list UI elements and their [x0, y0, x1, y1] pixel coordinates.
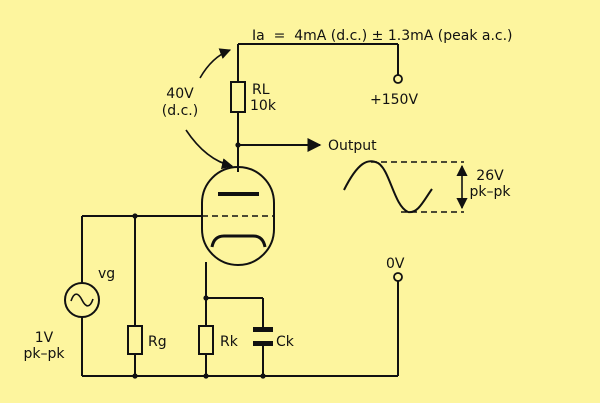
load-resistor-rl [230, 81, 246, 113]
ground-label: 0V [386, 256, 405, 272]
source-amplitude-unit: pk–pk [24, 346, 66, 362]
swing-value: 26V [476, 168, 504, 184]
junction-dot [203, 295, 209, 301]
source-amplitude-value: 1V [35, 330, 54, 346]
wires [81, 43, 399, 377]
rl-value: 10k [250, 98, 277, 114]
voltage-arrow-up [199, 48, 232, 79]
rg-label: Rg [148, 334, 167, 350]
junction-dot [260, 373, 266, 379]
ground-terminal [393, 272, 403, 282]
junction-dot [132, 213, 138, 219]
anode-current-label: Ia = 4mA (d.c.) ± 1.3mA (peak a.c.) [252, 28, 513, 44]
junction-dot [235, 142, 241, 148]
sine-symbol-icon [70, 293, 94, 307]
output-waveform [343, 160, 468, 214]
cathode-capacitor-ck [253, 327, 273, 346]
rl-label: RL [252, 82, 270, 98]
signal-source [64, 282, 100, 318]
junction-dots [132, 142, 266, 379]
triode-valve [201, 166, 275, 266]
source-label: vg [98, 266, 115, 282]
ck-label: Ck [276, 334, 295, 350]
anode-voltage-unit: (d.c.) [162, 103, 198, 119]
output-label: Output [328, 138, 377, 154]
swing-unit: pk–pk [470, 184, 512, 200]
cathode-element [210, 234, 267, 248]
rk-label: Rk [220, 334, 239, 350]
junction-dot [132, 373, 138, 379]
junction-dot [203, 373, 209, 379]
grid-resistor-rg [127, 325, 143, 355]
voltage-arrow-down [185, 129, 234, 170]
cathode-resistor-rk [198, 325, 214, 355]
anode-voltage-value: 40V [166, 86, 194, 102]
supply-voltage-label: +150V [370, 92, 418, 108]
supply-terminal [393, 74, 403, 84]
sine-wave [343, 160, 433, 214]
